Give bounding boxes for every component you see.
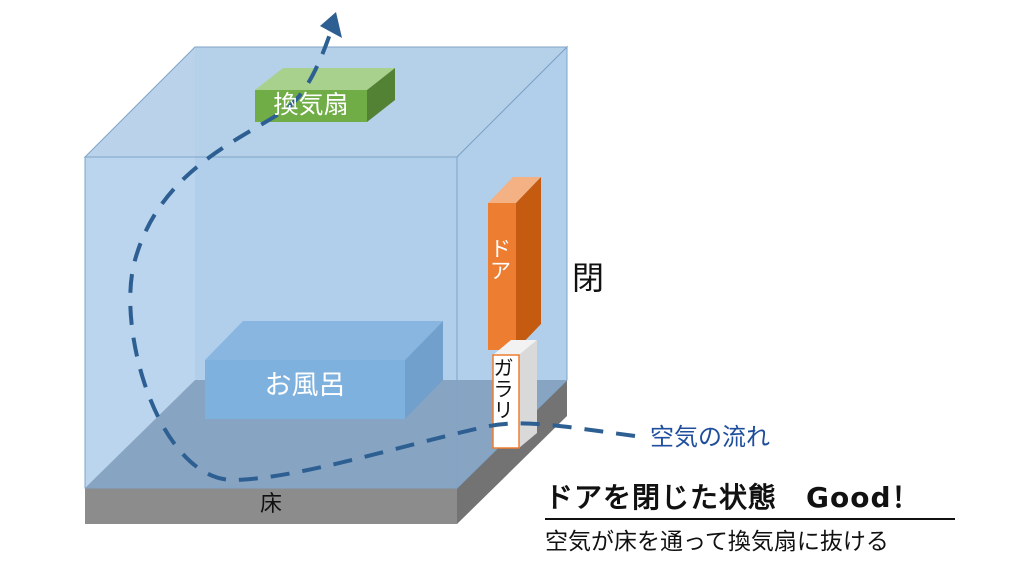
door-side <box>516 177 541 350</box>
louver-side <box>519 340 537 448</box>
state-description: 空気が床を通って換気扇に抜ける <box>545 529 889 555</box>
state-title: ドアを閉じた状態 Good！ <box>545 481 921 514</box>
bath-label: お風呂 <box>264 370 346 401</box>
airflow-path <box>128 33 636 483</box>
front-wall <box>84 156 458 489</box>
airflow-arrowhead <box>320 12 342 38</box>
floor-side <box>457 380 567 524</box>
fan-label: 換気扇 <box>273 90 349 119</box>
louver-front <box>492 354 520 449</box>
louver-label: ガ ラ リ <box>490 358 517 421</box>
louver-label-char: リ <box>493 398 514 422</box>
door-label-char: ド <box>490 237 511 261</box>
airflow-label: 空気の流れ <box>650 423 770 451</box>
door-top <box>488 177 541 203</box>
title-underline <box>545 518 955 520</box>
louver-label-char: ガ <box>493 356 514 380</box>
door-front <box>488 203 516 350</box>
fan-side <box>367 68 395 122</box>
floor-front <box>85 488 457 524</box>
door-label-char: ア <box>490 259 511 284</box>
floor-label: 床 <box>259 492 282 517</box>
fan-top <box>255 68 395 90</box>
door-state-label: 閉 <box>572 259 605 297</box>
door-label: ド ア <box>487 238 514 282</box>
louver-label-char: ラ <box>493 377 514 401</box>
louver-top <box>493 340 537 355</box>
